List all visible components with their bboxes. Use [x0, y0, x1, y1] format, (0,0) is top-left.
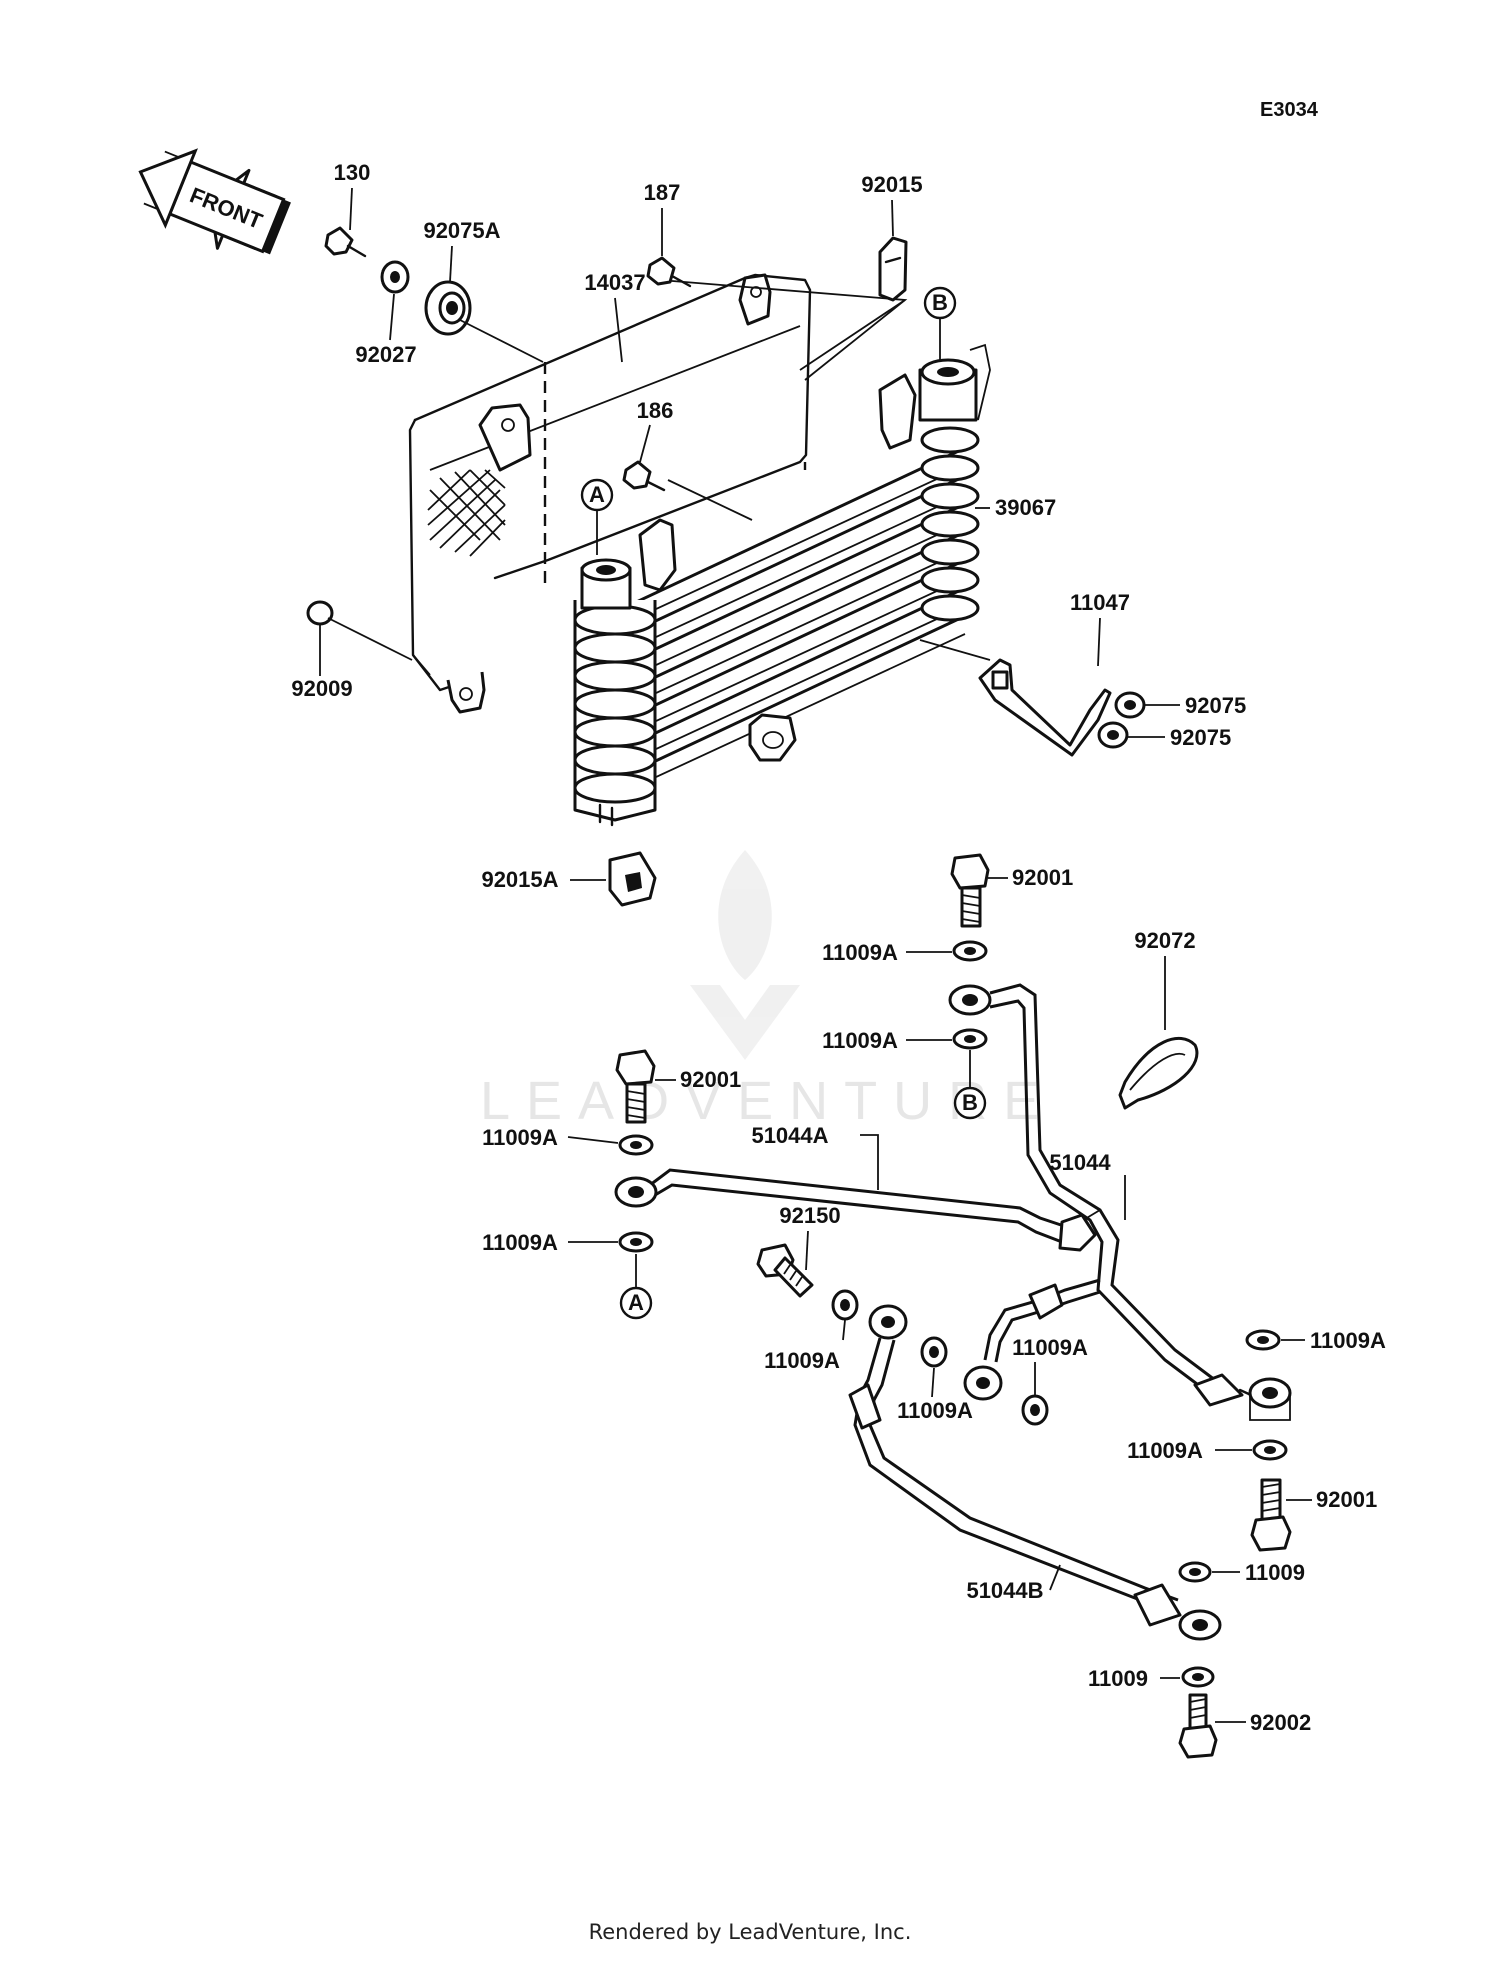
cooler-left-tank [573, 558, 657, 822]
label-92015a: 92015A [481, 867, 558, 892]
banjo-bolt-92001-mid [615, 1049, 656, 1124]
banjo-fitting-center [963, 1365, 1003, 1401]
label-92001-right: 92001 [1316, 1487, 1377, 1512]
label-11009a-top-2: 11009A [822, 1028, 898, 1053]
nut-92075-lower [1097, 721, 1129, 749]
label-11009a-center-3: 11009A [1012, 1335, 1088, 1360]
bolt-186 [622, 460, 666, 492]
banjo-fitting-lower-right [1178, 1609, 1222, 1641]
washer-92027 [380, 260, 410, 294]
footer-credit: Rendered by LeadVenture, Inc. [588, 1920, 912, 1944]
label-11047: 11047 [1070, 590, 1130, 615]
clip-92015 [878, 236, 908, 302]
label-51044a: 51044A [751, 1123, 828, 1148]
washer-11009a-right-2 [1252, 1439, 1288, 1461]
washer-11009a-left-1 [618, 1134, 654, 1156]
banjo-fitting-top [948, 984, 992, 1016]
washer-11009a-center-1 [831, 1289, 859, 1321]
callout-b-bottom: B [953, 1050, 987, 1120]
grommet-92075a [424, 280, 472, 336]
label-92002: 92002 [1250, 1710, 1311, 1735]
svg-text:A: A [628, 1290, 644, 1315]
hose-51044a [649, 1168, 1097, 1252]
washer-11009a-left-2 [618, 1231, 654, 1253]
label-11009-lower: 11009 [1088, 1666, 1148, 1691]
label-92075-upper: 92075 [1185, 693, 1246, 718]
washer-11009-lower [1181, 1666, 1215, 1688]
watermark-logo [690, 850, 800, 1060]
part-labels: 130 92075A 92027 14037 187 92015 186 390… [291, 160, 1386, 1735]
label-51044: 51044 [1049, 1150, 1111, 1175]
cooler-tubes [614, 446, 966, 791]
callout-a-top: A [580, 478, 614, 555]
label-130: 130 [334, 160, 371, 185]
washer-11009a-top-1 [952, 940, 988, 962]
banjo-fitting-left [614, 1176, 658, 1208]
front-arrow-icon: FRONT [138, 148, 291, 255]
washer-11009a-right-1 [1245, 1329, 1281, 1351]
svg-text:B: B [932, 290, 948, 315]
label-39067: 39067 [995, 495, 1056, 520]
watermark: LEADVENTURE [480, 1071, 1056, 1131]
banjo-fitting-right [1248, 1377, 1292, 1421]
label-11009a-left-1: 11009A [482, 1125, 558, 1150]
svg-text:A: A [589, 482, 605, 507]
washer-11009a-top-2 [952, 1028, 988, 1050]
label-92015: 92015 [861, 172, 922, 197]
label-186: 186 [637, 398, 674, 423]
clip-92015a [608, 851, 657, 907]
banjo-bolt-92001-right [1250, 1478, 1292, 1552]
label-11009a-right-1: 11009A [1310, 1328, 1386, 1353]
hose-crossover [983, 1278, 1101, 1363]
bolt-130 [324, 226, 367, 258]
bracket-11047 [978, 658, 1112, 757]
label-92150: 92150 [779, 1203, 840, 1228]
label-11009a-left-2: 11009A [482, 1230, 558, 1255]
label-92075a: 92075A [423, 218, 500, 243]
svg-text:B: B [962, 1090, 978, 1115]
washer-11009a-center-2 [920, 1336, 948, 1368]
label-92072: 92072 [1134, 928, 1195, 953]
bolt-187 [646, 256, 692, 288]
label-92001-mid: 92001 [680, 1067, 741, 1092]
label-11009a-right-2: 11009A [1127, 1438, 1203, 1463]
label-51044b: 51044B [966, 1578, 1043, 1603]
label-92001-top: 92001 [1012, 865, 1073, 890]
callout-a-bottom: A [619, 1254, 653, 1320]
label-11009a-center-1: 11009A [764, 1348, 840, 1373]
clamp-92072 [1118, 1036, 1199, 1110]
label-11009a-top-1: 11009A [822, 940, 898, 965]
label-92027: 92027 [355, 342, 416, 367]
banjo-fitting-51044b-top [868, 1304, 908, 1340]
cooler-guard [408, 273, 812, 714]
hose-51044b [848, 1337, 1182, 1627]
label-14037: 14037 [584, 270, 645, 295]
label-11009a-center-2: 11009A [897, 1398, 973, 1423]
washer-11009a-center-3 [1021, 1394, 1049, 1426]
plug-92009 [306, 600, 413, 661]
label-92009: 92009 [291, 676, 352, 701]
label-187: 187 [644, 180, 681, 205]
washer-11009-upper [1178, 1561, 1212, 1583]
label-92075-lower: 92075 [1170, 725, 1231, 750]
nut-92075-upper [1114, 691, 1146, 719]
banjo-bolt-92150 [756, 1243, 814, 1298]
oil-cooler [573, 279, 991, 827]
banjo-bolt-92002 [1178, 1693, 1218, 1759]
oil-cooler-exploded-diagram: FRONT [138, 148, 1386, 1759]
guard-mesh [427, 469, 506, 557]
label-11009-upper: 11009 [1245, 1560, 1305, 1585]
cooler-right-tank [918, 343, 991, 622]
diagram-id: E3034 [1260, 99, 1318, 121]
callout-b-top: B [923, 286, 957, 360]
banjo-bolt-92001-top [950, 853, 990, 928]
